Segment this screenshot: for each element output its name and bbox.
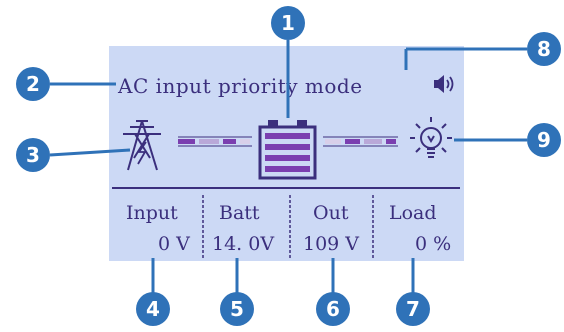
callout-2: 2 — [16, 67, 50, 101]
bulb-icon — [410, 117, 452, 158]
mode-text: AC input priority mode — [118, 74, 363, 98]
battery-icon — [258, 120, 317, 180]
input-value: 0 V — [158, 233, 190, 255]
load-label: Load — [389, 202, 437, 224]
grid-tower-icon — [123, 120, 161, 171]
out-label: Out — [313, 202, 349, 224]
leader-lines — [49, 40, 527, 294]
callout-7: 7 — [396, 292, 430, 326]
callout-4: 4 — [136, 292, 170, 326]
batt-value: 14. 0V — [212, 233, 275, 255]
out-value: 109 V — [303, 233, 360, 255]
speaker-icon — [434, 75, 454, 93]
callout-6: 6 — [316, 292, 350, 326]
load-value: 0 % — [415, 233, 452, 255]
callout-3: 3 — [16, 138, 50, 172]
callout-1: 1 — [271, 6, 305, 40]
batt-label: Batt — [219, 202, 260, 224]
flow-bar-left — [178, 136, 252, 147]
input-label: Input — [126, 202, 178, 224]
callout-5: 5 — [220, 292, 254, 326]
callout-8: 8 — [527, 32, 561, 66]
flow-bar-right — [323, 136, 398, 147]
callout-9: 9 — [527, 123, 561, 157]
